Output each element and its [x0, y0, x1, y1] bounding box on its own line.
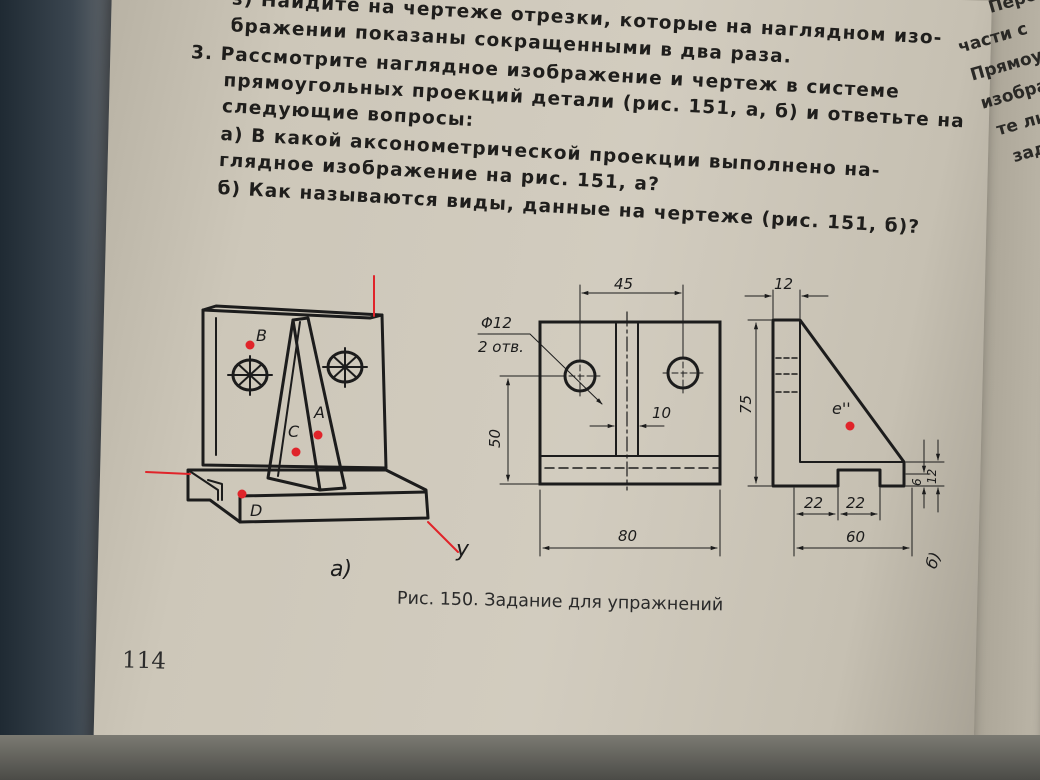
point-a-marker: [313, 430, 323, 440]
dim-80: 80: [618, 527, 637, 545]
point-e-marker: [845, 421, 855, 431]
dim-45: 45: [614, 275, 633, 293]
back-plate-outline: [201, 308, 388, 470]
book-edge: [0, 735, 1040, 780]
figure-b-label: б): [921, 549, 944, 571]
point-a-label: A: [313, 403, 325, 422]
dim-75: 75: [737, 395, 755, 414]
point-b-marker: [245, 340, 255, 350]
axis-y-label: y: [455, 537, 470, 562]
hole-count-label: 2 отв.: [478, 338, 524, 356]
front-view: [477, 284, 722, 557]
axis-x: [145, 471, 191, 475]
dim-22-a: 22: [804, 494, 823, 512]
dim-6: 6: [910, 478, 924, 486]
side-outline: [771, 318, 906, 488]
point-d-marker: [237, 489, 247, 499]
front-outline: [538, 320, 722, 486]
figure-a-label: а): [330, 557, 352, 582]
side-view: [744, 289, 945, 557]
point-d-label: D: [250, 501, 262, 520]
isometric-view: [145, 275, 459, 553]
point-e-label: e'': [832, 399, 851, 418]
dim-10: 10: [652, 404, 671, 422]
hole-diameter-label: Φ12: [481, 314, 512, 332]
base-outline: [186, 468, 430, 524]
rib-outline: [291, 316, 347, 492]
dim-50: 50: [486, 429, 504, 448]
dim-22-b: 22: [846, 494, 865, 512]
dim-12-base: 12: [925, 469, 939, 484]
point-c-marker: [291, 447, 301, 457]
axis-y: [427, 521, 459, 553]
dim-60: 60: [846, 528, 865, 546]
point-b-label: B: [256, 326, 267, 345]
point-c-label: C: [288, 422, 300, 441]
page-number: 114: [121, 647, 167, 675]
dim-12-top: 12: [774, 275, 793, 293]
